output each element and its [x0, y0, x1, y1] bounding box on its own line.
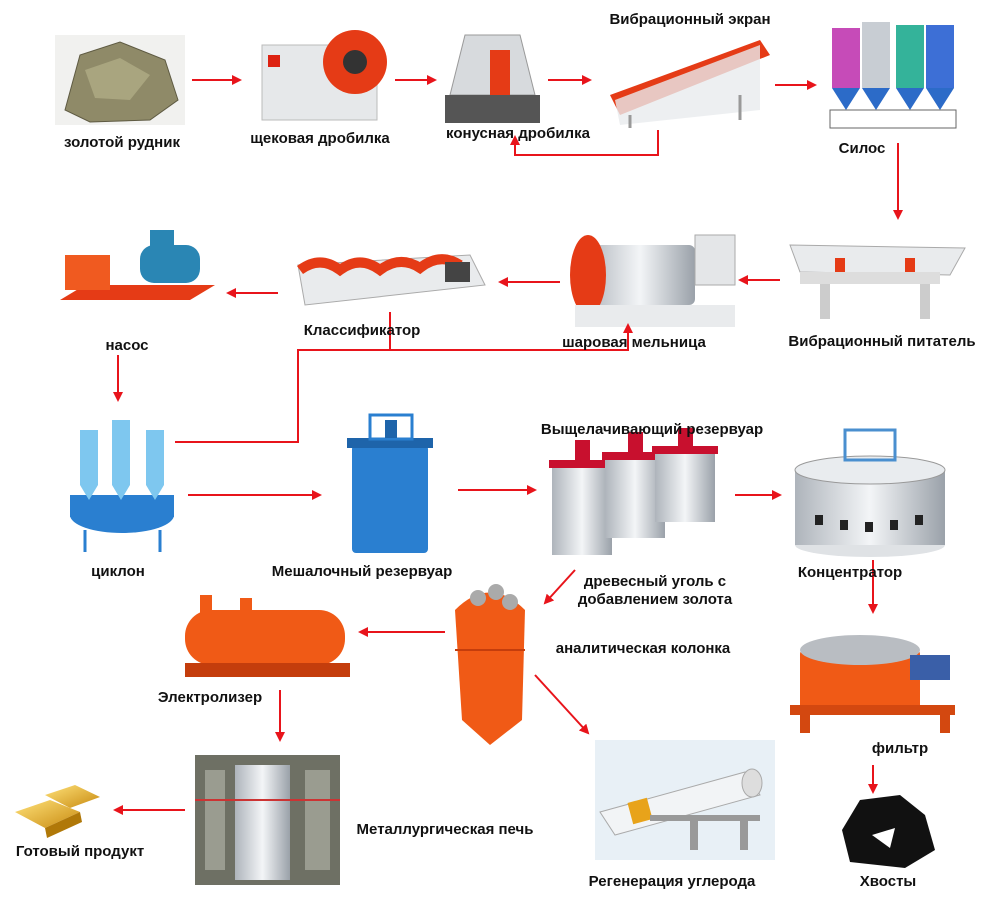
arrow-column-to-regeneration — [534, 674, 590, 735]
label-leaching-tank: Выщелачивающий резервуар — [540, 421, 764, 438]
label-tailings: Хвосты — [859, 873, 917, 890]
thickener-image — [794, 428, 946, 557]
label-jaw-crusher: щековая дробилка — [250, 130, 390, 147]
tailings-image — [842, 795, 935, 868]
leaching-tanks-image — [549, 428, 718, 555]
jaw-crusher-image — [261, 30, 387, 121]
label-product: Готовый продукт — [15, 843, 145, 860]
vibrating-feeder-image — [789, 244, 966, 319]
filter-image — [790, 635, 955, 733]
gold-bars-image — [15, 785, 100, 838]
ore-image — [55, 35, 185, 125]
label-ball-mill: шаровая мельница — [562, 334, 706, 351]
desorption-column-image — [455, 584, 525, 745]
silo-image — [828, 12, 958, 130]
label-loaded-carbon-2: добавлением золота — [577, 591, 733, 608]
label-classifier: Классификатор — [303, 322, 421, 339]
cyclone-image — [70, 420, 174, 552]
label-loaded-carbon-1: древесный уголь с — [583, 573, 727, 590]
label-vibrating-screen: Вибрационный экран — [609, 11, 771, 28]
label-desorption-column: аналитическая колонка — [555, 640, 731, 657]
electrolyzer-image — [185, 595, 350, 677]
label-ore: золотой рудник — [64, 134, 180, 151]
label-silo: Силос — [838, 140, 886, 157]
label-pump: насос — [105, 337, 149, 354]
ball-mill-image — [570, 234, 736, 327]
label-vibrating-feeder: Вибрационный питатель — [788, 333, 976, 350]
label-filter: фильтр — [871, 740, 929, 757]
label-carbon-regeneration: Регенерация углерода — [588, 873, 756, 890]
label-agitation-tank: Мешалочный резервуар — [271, 563, 453, 580]
label-thickener: Концентратор — [797, 564, 903, 581]
arrow-screen-return — [510, 130, 659, 156]
arrow-cyclone-to-mill — [175, 323, 633, 443]
vibrating-screen-image — [610, 40, 770, 128]
arrow-leach-to-column — [543, 569, 576, 605]
classifier-image — [297, 254, 486, 306]
label-furnace: Металлургическая печь — [356, 821, 534, 838]
label-cyclone: циклон — [91, 563, 145, 580]
label-cone-crusher: конусная дробилка — [446, 125, 590, 142]
flow-arrows — [113, 75, 903, 815]
pump-image — [60, 230, 215, 300]
carbon-regeneration-image — [595, 740, 775, 860]
agitation-tank-image — [347, 413, 433, 553]
label-electrolyzer: Электролизер — [157, 689, 263, 706]
furnace-image — [195, 755, 340, 885]
cone-crusher-image — [445, 34, 540, 123]
